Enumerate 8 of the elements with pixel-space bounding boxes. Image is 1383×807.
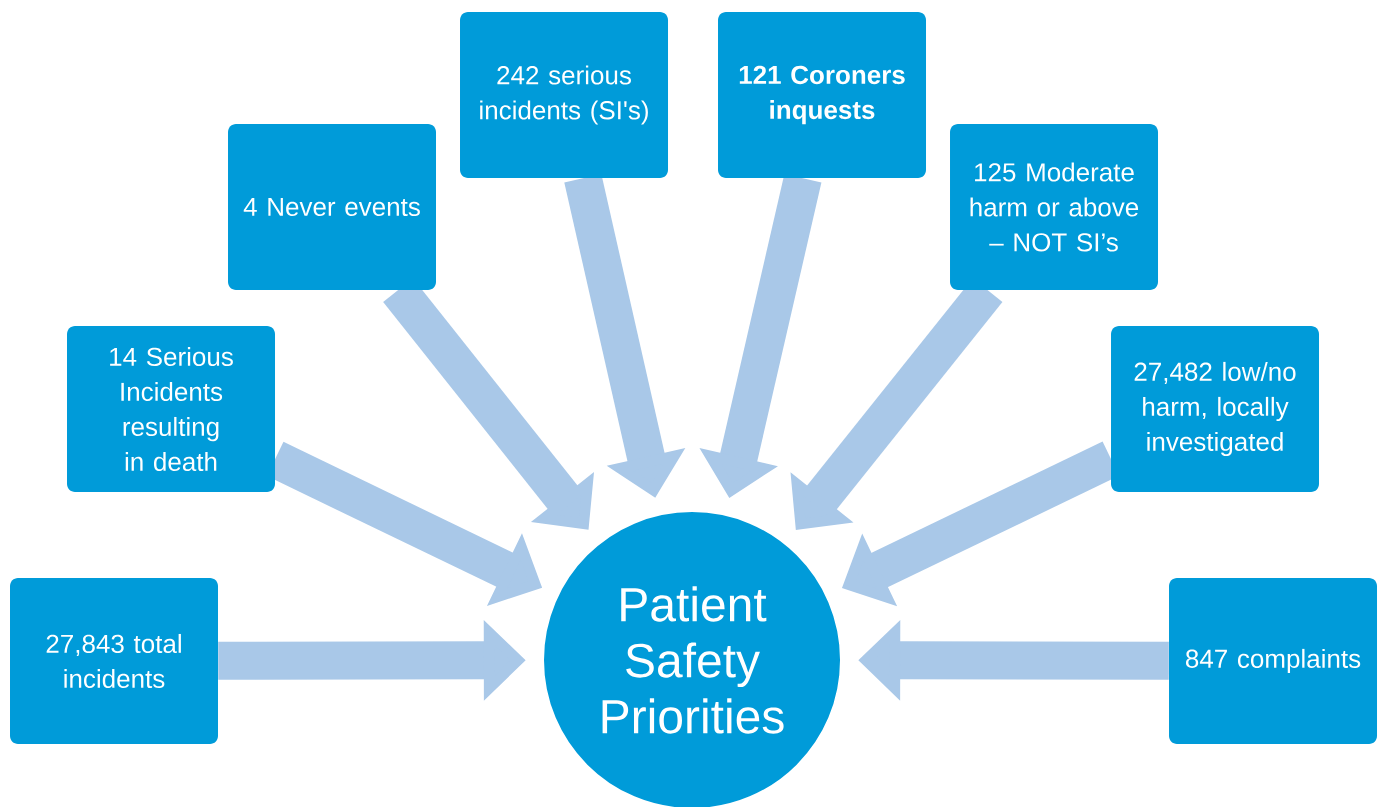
info-box: 14 Serious Incidents resulting in death (67, 326, 275, 492)
info-box: 242 serious incidents (SI's) (460, 12, 668, 178)
info-box: 27,482 low/no harm, locally investigated (1111, 326, 1319, 492)
info-box: 125 Moderate harm or above – NOT SI’s (950, 124, 1158, 290)
info-box: 27,843 total incidents (10, 578, 218, 744)
info-box: 847 complaints (1169, 578, 1377, 744)
info-box: 121 Coroners inquests (718, 12, 926, 178)
info-box: 4 Never events (228, 124, 436, 290)
